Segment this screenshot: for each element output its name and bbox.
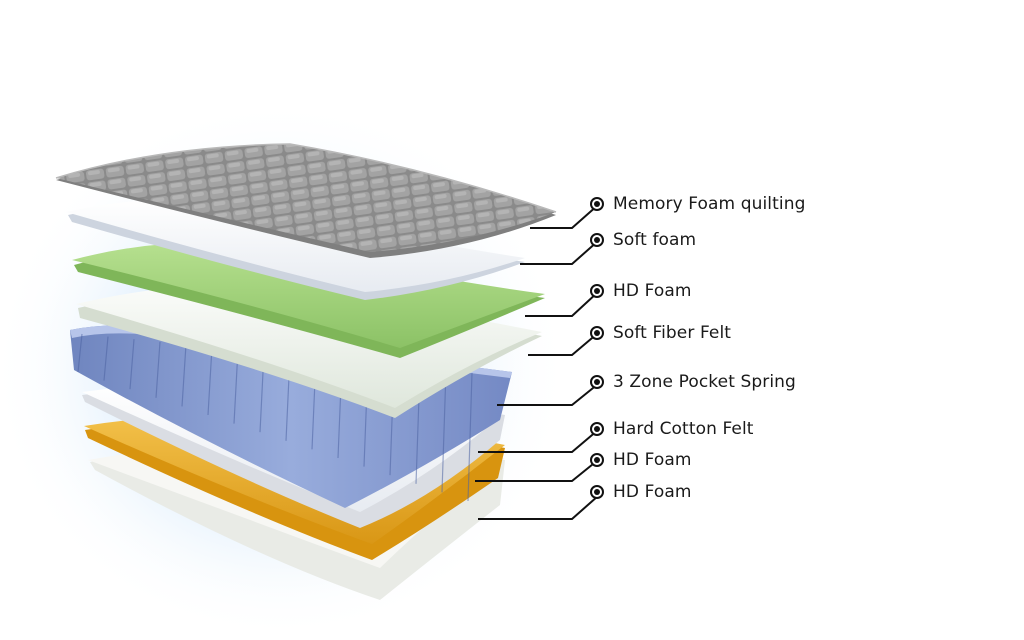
callout-soft-fiber-felt: Soft Fiber Felt — [590, 322, 731, 344]
layer-label: 3 Zone Pocket Spring — [613, 372, 796, 392]
layer-label: HD Foam — [613, 482, 692, 502]
target-dot-icon — [590, 422, 604, 436]
callout-memory-foam-quilting: Memory Foam quilting — [590, 193, 805, 215]
layer-label: Soft Fiber Felt — [613, 323, 732, 343]
callout-hd-foam-yellow: HD Foam — [590, 449, 692, 471]
target-dot-icon — [590, 233, 604, 247]
leader-line-hd-foam-green — [525, 291, 599, 317]
callout-soft-foam: Soft foam — [590, 229, 696, 251]
leader-line-memory-foam-quilting — [530, 204, 599, 229]
layer-label: HD Foam — [613, 450, 692, 470]
callout-hd-foam-green: HD Foam — [590, 280, 692, 302]
spring-coil — [181, 344, 187, 407]
leader-line-hd-foam-yellow — [475, 459, 599, 482]
spring-coil — [207, 346, 213, 416]
callout-pocket-spring: 3 Zone Pocket Spring — [590, 371, 796, 393]
leader-line-hard-cotton-felt — [478, 429, 599, 453]
leader-line-soft-fiber-felt — [528, 332, 599, 356]
target-dot-icon — [590, 375, 604, 389]
layer-hd-foam-green — [72, 242, 545, 358]
leader-line-hd-foam-bottom — [478, 495, 599, 520]
target-dot-icon — [590, 453, 604, 467]
layer-soft-foam — [66, 199, 525, 300]
layer-label: HD Foam — [613, 281, 692, 301]
leader-line-soft-foam — [520, 240, 599, 265]
spring-coil — [441, 370, 447, 493]
callout-hd-foam-bottom: HD Foam — [590, 481, 692, 503]
layer-label: Hard Cotton Felt — [613, 419, 754, 439]
callout-hard-cotton-felt: Hard Cotton Felt — [590, 418, 754, 440]
layer-label: Memory Foam quilting — [613, 194, 806, 214]
leader-lines — [475, 204, 599, 520]
target-dot-icon — [590, 284, 604, 298]
target-dot-icon — [590, 197, 604, 211]
spring-coil — [467, 372, 473, 502]
spring-coil — [103, 336, 109, 381]
layer-label: Soft foam — [613, 230, 697, 250]
leader-line-pocket-spring — [497, 383, 599, 406]
spring-coil — [129, 339, 135, 390]
spring-coil — [155, 341, 161, 398]
spring-coil — [77, 333, 83, 373]
target-dot-icon — [590, 326, 604, 340]
layer-memory-foam-quilting — [55, 143, 557, 258]
target-dot-icon — [590, 485, 604, 499]
